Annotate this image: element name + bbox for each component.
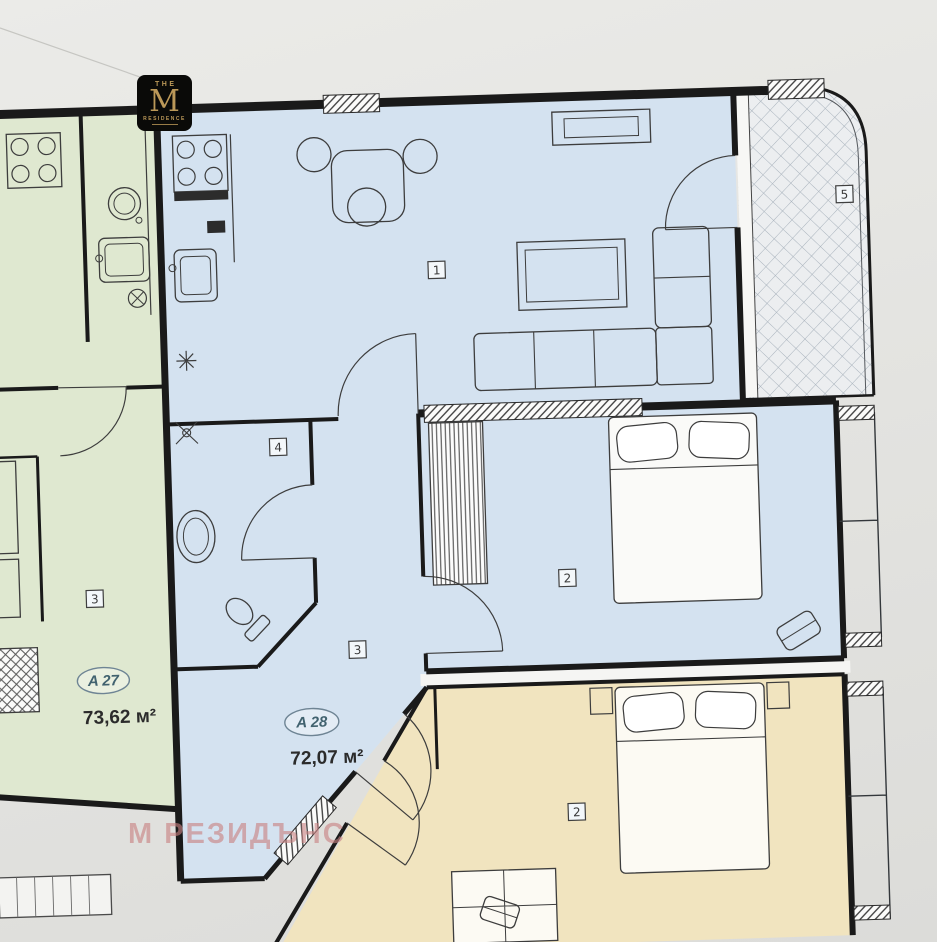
room-number-label: 2: [563, 571, 571, 585]
room-number-label: 2: [573, 805, 581, 819]
room-number-hallway: 3: [348, 640, 367, 659]
apartment-name: A 28: [295, 714, 328, 732]
sofa-icon: [473, 225, 714, 392]
pouf-icon: [479, 895, 521, 929]
apartment-name: A 27: [87, 672, 120, 690]
floorplan: 1 2 3 4 5 3 2 A 27 73,62 м²: [0, 78, 891, 942]
walls: [0, 84, 891, 942]
a27-kitchen: [5, 129, 152, 315]
room-number-balcony: 5: [835, 184, 854, 204]
chair-icon: [402, 138, 438, 174]
logo-m-letter: M: [149, 83, 180, 119]
room-number-living: 1: [427, 260, 447, 280]
bath-door-arc: [241, 484, 315, 561]
room-number-label: 5: [840, 187, 848, 201]
window-hatch: [844, 631, 883, 648]
balcony-region: [735, 84, 876, 401]
balcony-glass-grid: [735, 90, 874, 400]
room-number-label: 3: [91, 592, 99, 606]
wall-gap: [420, 660, 851, 687]
window-hatch: [853, 904, 891, 921]
shelf-icon: [0, 558, 22, 619]
toilet-icon: [225, 597, 271, 642]
bed-icon: [607, 412, 763, 604]
chair-icon: [347, 187, 387, 227]
brand-logo: THE M RESIDENCE: [137, 75, 192, 131]
tv-cabinet-icon: [551, 108, 652, 146]
wardrobe-icon: [450, 867, 559, 942]
interior-wall-hatch: [423, 397, 643, 423]
room-number-bathroom: 4: [268, 437, 288, 457]
round-sink-icon: [107, 187, 142, 221]
entry-window-hatch: [273, 795, 338, 866]
dining-set-icon: [296, 137, 438, 227]
room-number-neighbor: 2: [567, 802, 587, 822]
apartment-a28-label: A 28 72,07 м²: [284, 707, 364, 770]
wardrobe-icon: [427, 420, 489, 586]
switch-panel-icon: [207, 220, 226, 234]
washbasin-icon: [176, 509, 216, 564]
a28-kitchen: [168, 133, 235, 371]
balcony-door-arc: [664, 154, 738, 231]
room-number-label: 1: [433, 263, 441, 277]
boiler-icon: [127, 288, 148, 308]
lower-floor-fragment: [0, 873, 113, 919]
a28-bedroom-furniture: [423, 412, 821, 655]
bedroom-door-arc: [423, 575, 504, 655]
sink-icon: [168, 248, 218, 303]
sprinkler-icon: [174, 421, 199, 445]
counter-edge: [144, 129, 152, 315]
counter-edge: [229, 134, 235, 263]
shelf-icon: [0, 460, 20, 555]
window-hatch: [322, 93, 381, 114]
nightstand-icon: [589, 686, 614, 715]
a27-furniture: [0, 386, 127, 714]
boiler-icon: [176, 350, 197, 371]
logo-residence-text: RESIDENCE: [143, 116, 186, 123]
a27-a28-party-wall: [152, 109, 185, 882]
pillow-icon: [688, 420, 750, 460]
side-balcony-rails: [839, 412, 891, 919]
windows: [0, 78, 891, 921]
neighbor-entry-door-arc: [346, 760, 420, 866]
window-hatch: [837, 404, 876, 421]
apartment-a27-region: [0, 109, 179, 810]
room-number-label: 3: [354, 643, 362, 657]
bed-icon: [614, 682, 771, 874]
a28-entry-door-arc: [355, 713, 432, 821]
wardrobe-icon: [0, 646, 41, 714]
top-exterior-wall: [0, 84, 801, 120]
window-hatch: [767, 78, 825, 100]
stove-icon: [5, 131, 63, 189]
bathroom-fixtures: [174, 421, 315, 642]
living-room-furniture: [337, 108, 738, 417]
apartment-area: 72,07 м²: [290, 746, 364, 769]
pillow-icon: [622, 691, 685, 733]
a27-bottom-wall: [0, 794, 179, 813]
logo-divider: [151, 124, 178, 126]
neighbor-facade-diagonal: [271, 686, 429, 942]
coffee-table-icon: [516, 238, 628, 311]
background-edge-line: [0, 27, 161, 85]
neighbor-furniture: [346, 681, 791, 942]
hall-door-arc: [337, 332, 419, 417]
room-number-bedroom: 2: [558, 568, 577, 588]
watermark-text: М РЕЗИДЪНС: [128, 818, 346, 850]
door-arc: [58, 386, 127, 457]
apartment-a27-label: A 27 73,62 м²: [76, 666, 157, 729]
pillow-icon: [694, 690, 757, 730]
apartment-a28-region: [156, 91, 845, 882]
chair-icon: [296, 137, 332, 173]
sink-icon: [95, 236, 151, 283]
pillow-icon: [616, 421, 679, 463]
room-number-label: 4: [274, 440, 282, 454]
pouf-icon: [776, 610, 821, 651]
room-number-a27: 3: [85, 589, 105, 609]
logo-the-text: THE: [155, 80, 177, 88]
oven-icon: [174, 190, 229, 202]
apartment-area: 73,62 м²: [83, 706, 157, 729]
nightstand-icon: [766, 681, 791, 710]
window-hatch: [846, 680, 884, 697]
